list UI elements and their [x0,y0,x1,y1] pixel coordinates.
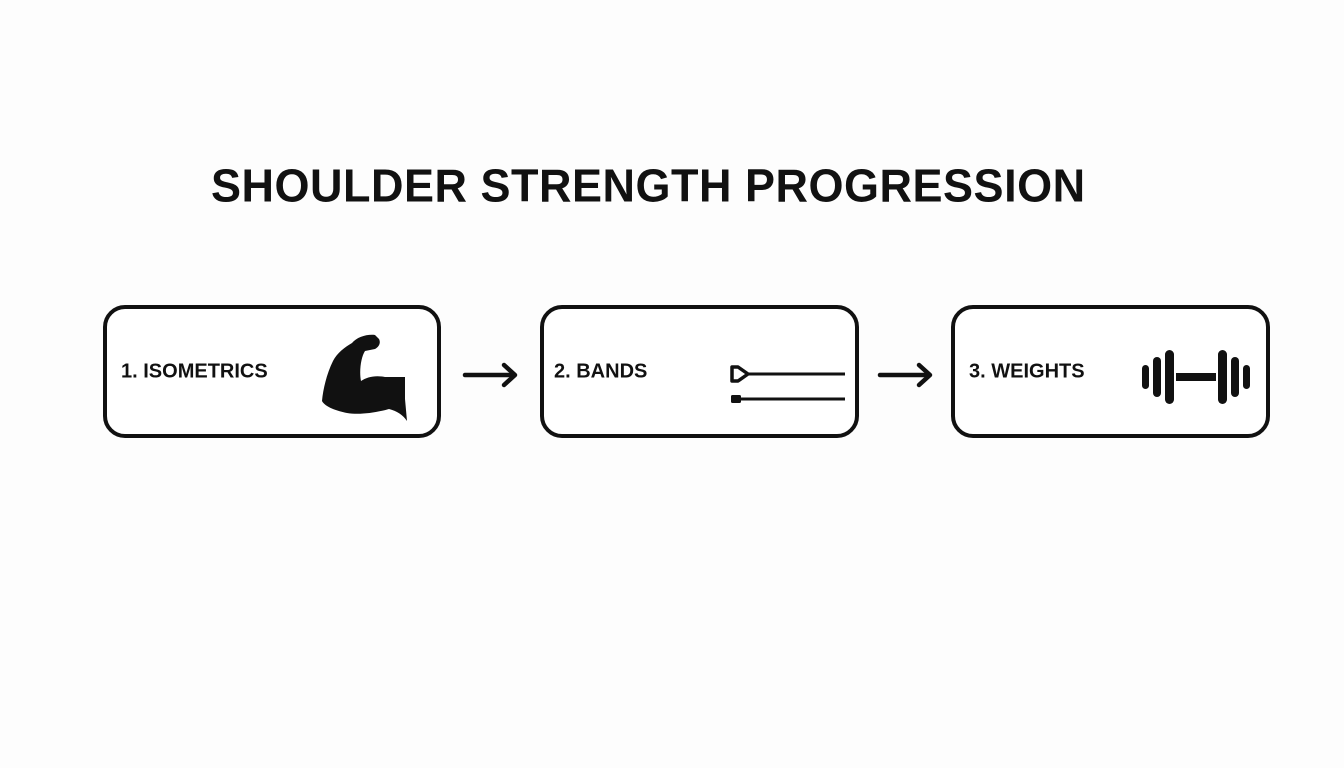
step-weights: 3. WEIGHTS [951,305,1270,438]
step-label: 1. ISOMETRICS [121,360,268,382]
resistance-band-icon [730,365,845,403]
step-bands: 2. BANDS [540,305,859,438]
step-label: 2. BANDS [554,360,648,382]
arrow-right-icon [877,362,933,388]
arrow-right-icon [462,362,518,388]
diagram-title: SHOULDER STRENGTH PROGRESSION [211,159,1086,212]
step-isometrics: 1. ISOMETRICS [103,305,441,438]
flexed-bicep-icon [322,334,407,421]
dumbbell-icon [1142,350,1250,404]
step-label: 3. WEIGHTS [969,360,1085,382]
